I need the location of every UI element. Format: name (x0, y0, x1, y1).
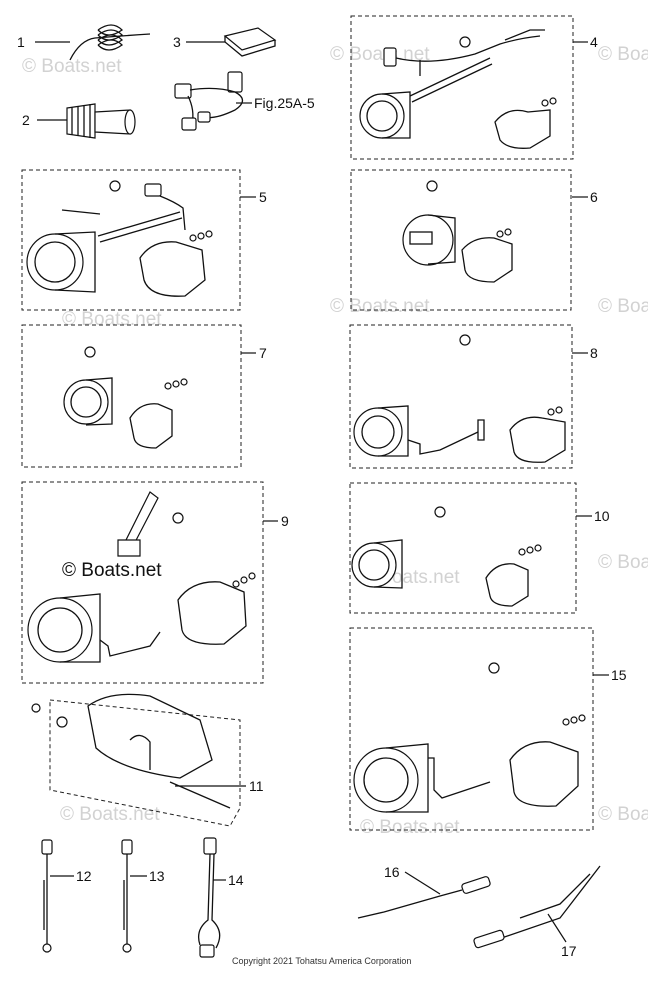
watermark: © Boats.net (598, 44, 648, 65)
part-12-cable (41, 839, 74, 953)
callout-9: 9 (281, 513, 289, 529)
wire-harness: Fig.25A-5 (174, 71, 315, 131)
callout-14: 14 (228, 872, 244, 888)
group-box-9 (21, 481, 264, 684)
callout-15: 15 (611, 667, 627, 683)
callout-11: 11 (249, 778, 264, 794)
group-box-10 (349, 482, 577, 614)
group-box-8 (349, 324, 573, 469)
part-9-speedometer-set (27, 491, 278, 663)
part-3-pad (186, 27, 277, 57)
watermark: © Boats.net (360, 817, 460, 838)
part-2-hose-fitting (37, 103, 136, 139)
part-11-mount-bracket (31, 693, 246, 809)
callout-6: 6 (590, 189, 598, 205)
callout-3: 3 (173, 34, 181, 50)
part-8-gauge-set (353, 334, 588, 463)
callout-5: 5 (259, 189, 267, 205)
part-15-speedometer-set (353, 662, 609, 813)
group-box-6 (350, 169, 572, 311)
callout-17: 17 (561, 943, 577, 959)
callout-13: 13 (149, 868, 165, 884)
callout-16: 16 (384, 864, 400, 880)
watermarks: © Boats.net © Boats.net © Boats.net © Bo… (22, 44, 648, 838)
part-1-coiled-wire (35, 24, 151, 61)
group-box-15 (349, 627, 594, 831)
watermark: © Boats.net (22, 56, 122, 77)
watermark: © Boats.net (598, 804, 648, 825)
watermark-dark: © Boats.net (62, 560, 162, 581)
part-6-digital-gauge-set (402, 180, 588, 283)
callout-7: 7 (259, 345, 267, 361)
callout-12: 12 (76, 868, 92, 884)
group-box-5 (21, 169, 241, 311)
watermark: © Boats.net (62, 309, 162, 330)
callout-1: 1 (17, 34, 25, 50)
part-14-cable (197, 837, 226, 958)
watermark: © Boats.net (330, 44, 430, 65)
group-box-7 (21, 324, 242, 468)
part-5-gauge-set (26, 180, 256, 297)
part-13-cable (121, 839, 147, 953)
copyright-notice: Copyright 2021 Tohatsu America Corporati… (232, 956, 411, 966)
group-box-4 (350, 15, 574, 160)
group-box-11 (49, 699, 241, 827)
part-7-gauge-set (63, 346, 256, 449)
watermark: © Boats.net (330, 296, 430, 317)
figure-reference-label: Fig.25A-5 (254, 95, 315, 111)
part-4-tachometer-set (359, 29, 588, 149)
callout-2: 2 (22, 112, 30, 128)
watermark: © Boats.net (598, 552, 648, 573)
callout-10: 10 (594, 508, 610, 524)
part-17-cable (473, 865, 601, 949)
watermark: © Boats.net (60, 804, 160, 825)
part-16-cable (357, 871, 491, 919)
part-10-gauge-set (351, 506, 592, 607)
watermark: © Boats.net (598, 296, 648, 317)
callout-8: 8 (590, 345, 598, 361)
callout-4: 4 (590, 34, 598, 50)
